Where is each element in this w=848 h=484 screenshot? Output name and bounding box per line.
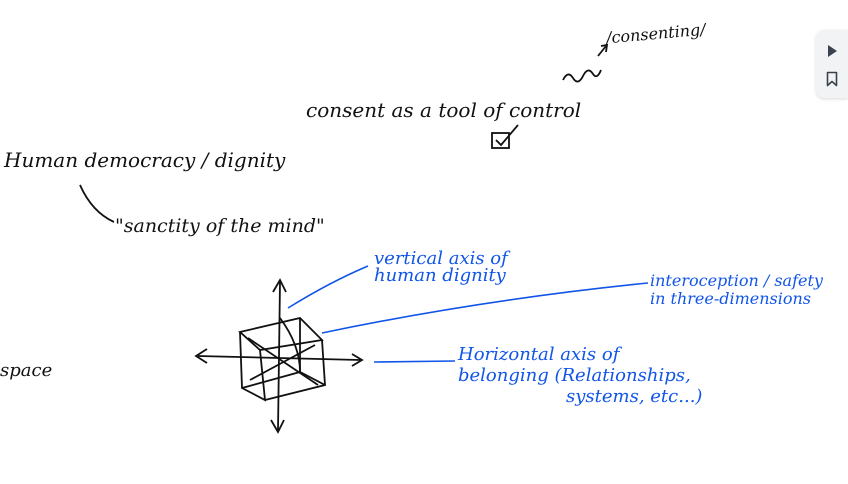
note-vertical-axis-line1: vertical axis of [374,248,508,269]
bookmark-icon [826,71,838,87]
note-horizontal-axis-line1: Horizontal axis of [458,344,620,365]
squiggle-stroke [562,69,602,83]
note-vertical-axis: vertical axis of human dignity [374,248,508,286]
note-horizontal-axis-line2: belonging (Relationships, [458,365,691,386]
vertical-pointer-line [287,265,369,309]
axes-sketch [194,278,364,434]
note-space: space [0,360,53,381]
note-horizontal-axis-line3: systems, etc...) [566,386,703,407]
note-interoception-line1: interoception / safety [650,271,823,290]
note-consent-control: consent as a tool of control [306,98,582,122]
arrow-head [600,43,609,53]
arrow-stroke [597,45,607,57]
check-stroke [495,124,519,147]
connector-stroke [79,184,115,223]
note-interoception: interoception / safety in three-dimensio… [650,272,823,308]
note-human-dignity: Human democracy / dignity [4,148,286,172]
note-vertical-axis-line2: human dignity [374,265,506,286]
note-interoception-line2: in three-dimensions [650,289,812,308]
interoception-pointer-line [321,282,649,334]
side-toolbar [816,30,848,98]
checkbox-shape [491,132,510,149]
play-icon [828,45,837,57]
play-button[interactable] [820,39,844,63]
note-sanctity: "sanctity of the mind" [115,215,325,237]
horizontal-pointer-line [373,360,456,363]
note-horizontal-axis: Horizontal axis of belonging (Relationsh… [458,344,702,407]
bookmark-button[interactable] [820,67,844,91]
